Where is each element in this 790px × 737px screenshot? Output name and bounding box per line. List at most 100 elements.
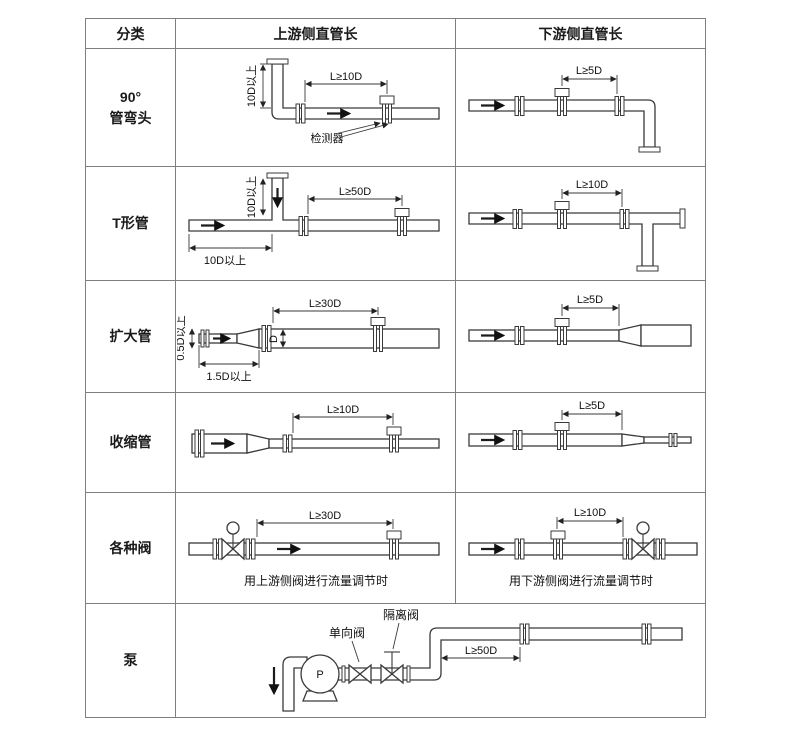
flange-ticks [514,538,524,560]
isolation-valve-icon [379,650,410,684]
cell-valves-downstream: L≥10D 用下游侧阀进行流量调节时 [455,492,706,604]
flange-ticks [200,324,271,352]
reducer-up-hdim-label: L≥10D [326,404,358,416]
elbow-down-hdim-label: L≥5D [575,65,601,77]
valve-icon [212,521,255,561]
horizontal-dimension: L≥30D [272,298,378,323]
sensor-icon [554,87,569,116]
expander-down-hdim-label: L≥5D [576,294,602,306]
expander-up-conedim-label: 1.5D以上 [206,370,251,383]
sensor-icon [554,200,569,229]
diagram-valves-upstream: L≥30D 用上游侧阀进行流量调节时 [187,510,440,588]
valves-down-caption: 用下游侧阀进行流量调节时 [508,574,652,588]
pipe-end-flange [679,208,685,228]
row-expander: 扩大管 0.5D以上 D [85,280,706,393]
valve-icon [622,521,665,561]
tee-up-vdim-label: 10D以上 [245,175,258,217]
diagram-tee-downstream: L≥10D [467,179,685,271]
row-valves: 各种阀 [85,492,706,604]
diagram-valves-downstream: L≥10D 用下游侧阀进行流量调节时 [467,507,698,588]
diagram-reducer-upstream: L≥10D [190,404,440,457]
expander-up-diameter-label: D [268,334,280,342]
reduction-cone [620,432,645,447]
sensor-icon [394,207,409,236]
header-downstream: 下游侧直管长 [455,18,706,49]
valves-up-hdim-label: L≥30D [308,510,340,522]
flange-ticks [512,208,629,229]
cell-reducer-upstream: L≥10D [175,392,456,493]
sensor-icon [386,530,401,560]
isolation-valve-leader [392,622,399,649]
straight-pipe-length-table: 分类 上游侧直管长 下游侧直管长 90° 管弯头 10D以上 [85,18,706,718]
expansion-cone [617,323,642,347]
cell-elbow-upstream: 10D以上 L≥10D [175,48,456,167]
header-row: 分类 上游侧直管长 下游侧直管长 [85,18,706,49]
pipe-end-flange [638,146,660,152]
cell-expander-downstream: L≥5D [455,280,706,393]
bottom-dimension: 10D以上 [188,233,272,267]
cone-dimension: 1.5D以上 [198,344,259,383]
row-pump: 泵 P [85,603,706,718]
diagram-elbow-upstream: 10D以上 L≥10D [245,58,440,145]
vertical-dimension: 10D以上 [245,63,271,108]
isolation-valve-label: 隔离阀 [382,607,418,622]
vertical-dimension: 10D以上 [245,175,266,218]
category-elbow: 90° 管弯头 [85,48,176,167]
large-pipe [639,323,692,347]
check-valve-label: 单向阀 [328,625,364,640]
small-pipe [642,435,692,444]
category-pump: 泵 [85,603,176,718]
expansion-cone [235,327,260,349]
tee-pipe [187,176,440,232]
horizontal-dimension: L≥10D [292,404,393,433]
tee-down-hdim-label: L≥10D [575,179,607,191]
small-pipe [267,437,440,449]
row-elbow: 90° 管弯头 10D以上 [85,48,706,167]
sensor-icon [386,426,401,452]
cell-expander-upstream: 0.5D以上 D L≥30D [175,280,456,393]
tee-pipe [467,211,684,267]
large-pipe [257,327,440,349]
pipe-end-flange [266,172,288,178]
cell-valves-upstream: L≥30D 用上游侧阀进行流量调节时 [175,492,456,604]
pipe-end-flange [266,58,288,64]
elbow-up-hdim-label: L≥10D [329,71,361,83]
sensor-icon [550,530,565,560]
cell-reducer-downstream: L≥5D [455,392,706,493]
inlet-dimension: 0.5D以上 [177,315,195,360]
category-tee: T形管 [85,166,176,281]
check-valve-leader [351,640,359,662]
horizontal-dimension: L≥10D [556,507,623,537]
sensor-icon [554,421,569,450]
category-valves: 各种阀 [85,492,176,604]
horizontal-dimension: L≥50D [307,186,402,214]
valves-up-caption: 用上游侧阀进行流量调节时 [243,574,387,588]
tee-up-bottomdim-label: 10D以上 [203,254,245,267]
cell-tee-downstream: L≥10D [455,166,706,281]
horizontal-dimension: L≥30D [256,510,393,537]
expander-up-vdim-label: 0.5D以上 [177,315,187,360]
flange-ticks [298,215,308,236]
reducer-down-hdim-label: L≥5D [578,400,604,412]
check-valve-icon [341,663,372,684]
flange-ticks [514,95,624,116]
row-tee: T形管 10D以上 [85,166,706,281]
diagram-expander-upstream: 0.5D以上 D L≥30D [177,298,440,383]
detector-label: 检测器 [310,131,343,145]
horizontal-dimension: L≥5D [561,400,622,430]
branch-end-flange [636,265,658,271]
horizontal-dimension: L≥10D [304,71,387,102]
horizontal-dimension: L≥10D [561,179,622,207]
horizontal-dimension: L≥5D [561,65,617,94]
detector-callout: 检测器 [310,120,389,145]
pump-label: P [316,669,323,681]
cell-tee-upstream: 10D以上 L≥50D [175,166,456,281]
category-reducer: 收缩管 [85,392,176,493]
sensor-icon [370,316,385,352]
category-expander: 扩大管 [85,280,176,393]
flange-ticks [512,429,677,450]
flange-ticks [519,623,651,644]
flange-ticks [295,103,305,123]
horizontal-dimension: L≥5D [561,294,619,326]
diagram-elbow-downstream: L≥5D [467,65,660,152]
